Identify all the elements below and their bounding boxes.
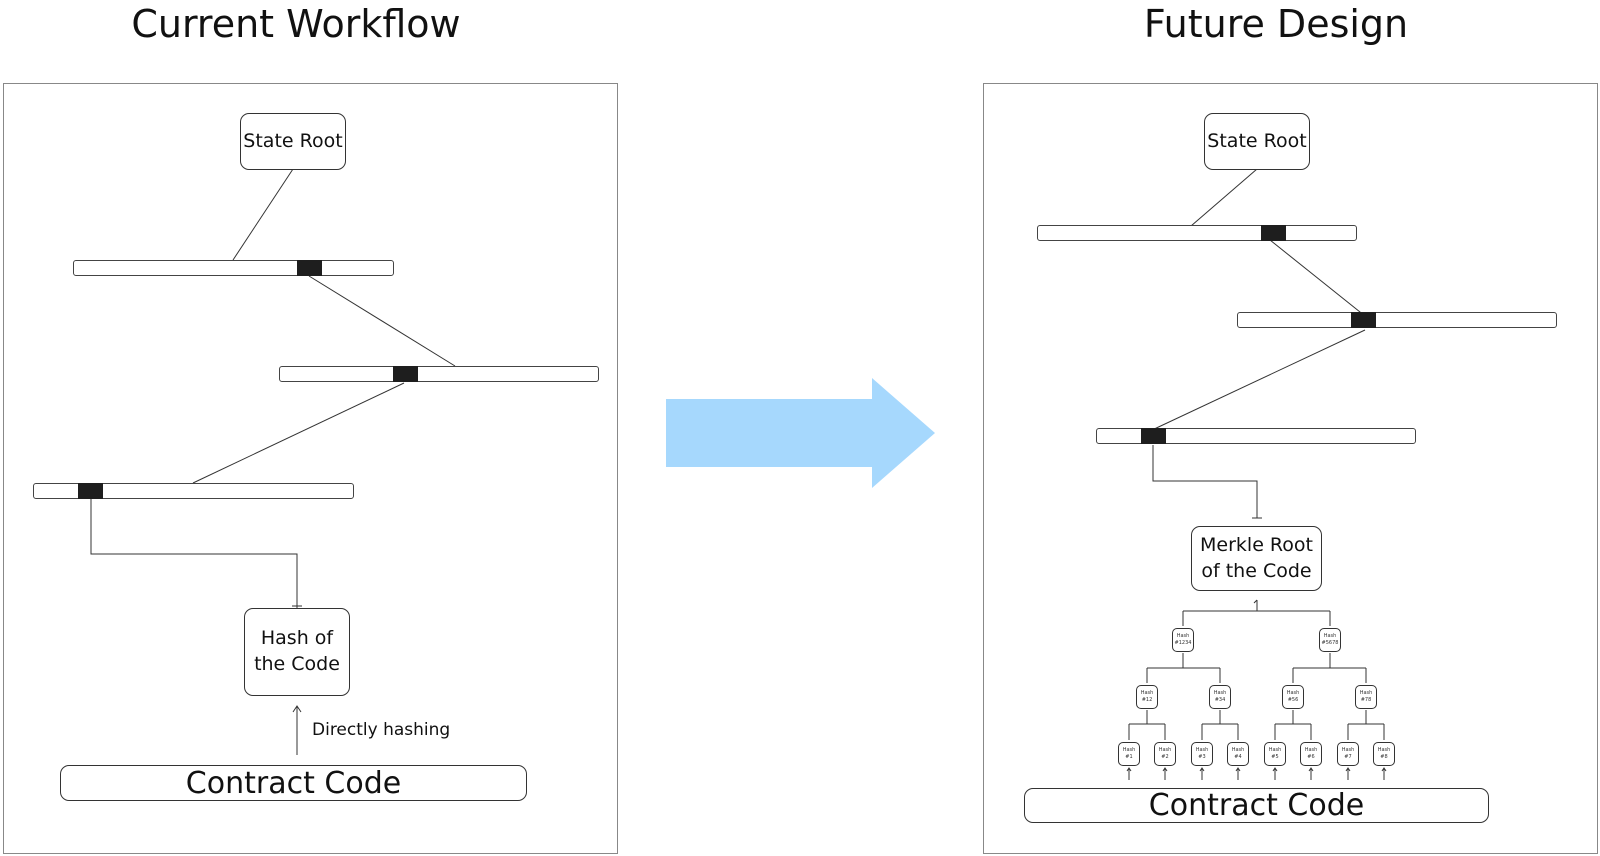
trie-slot [1141, 428, 1166, 444]
connector [90, 499, 298, 608]
hash-node-label: Hash #5 [1268, 746, 1282, 761]
trie-slot [78, 483, 103, 499]
current-workflow-panel [3, 83, 618, 854]
hash-node: Hash #12 [1136, 685, 1158, 709]
hash-node-label: Hash #4 [1231, 746, 1245, 761]
hash-node: Hash #1 [1118, 742, 1140, 766]
hash-node: Hash #34 [1209, 685, 1231, 709]
trie-slot [393, 366, 418, 382]
hash-node-label: Hash #5678 [1321, 632, 1339, 647]
future-design-title: Future Design [1143, 2, 1409, 46]
arrowhead [1381, 767, 1387, 780]
arrowhead [292, 705, 302, 713]
arrowhead [1308, 767, 1314, 780]
current-workflow-title: Current Workflow [131, 2, 461, 46]
hash-node: Hash #56 [1282, 685, 1304, 709]
hash-node: Hash #5 [1264, 742, 1286, 766]
hash-node: Hash #3 [1191, 742, 1213, 766]
hash-node-label: Hash #6 [1304, 746, 1318, 761]
state-root-node: State Root [1204, 113, 1310, 170]
trie-node-bar [1096, 428, 1416, 444]
hash-node-label: Hash #3 [1195, 746, 1209, 761]
arrowhead [1272, 767, 1278, 780]
state-root-node: State Root [240, 113, 346, 170]
state-root-label: State Root [1207, 129, 1307, 152]
state-root-label: State Root [243, 129, 343, 152]
contract-code-label: Contract Code [185, 765, 402, 801]
connector [1269, 239, 1366, 317]
trie-node-bar [73, 260, 394, 276]
contract-code-label: Contract Code [1148, 788, 1365, 823]
connector [1253, 599, 1258, 604]
hash-node-label: Hash #1 [1122, 746, 1136, 761]
trie-node-bar [1237, 312, 1557, 328]
hash-node: Hash #78 [1355, 685, 1377, 709]
trie-node-bar [33, 483, 354, 499]
trie-node-bar [1037, 225, 1357, 241]
merkle-root-label: Merkle Root of the Code [1200, 533, 1313, 582]
trie-node-bar [279, 366, 599, 382]
hash-node: Hash #1234 [1172, 628, 1194, 652]
hash-node: Hash #5678 [1319, 628, 1341, 652]
hash-node-label: Hash #1234 [1174, 632, 1192, 647]
trie-slot [1351, 312, 1376, 328]
contract-code-box-right: Contract Code [1024, 788, 1489, 823]
hash-of-code-node: Hash of the Code [244, 608, 350, 696]
arrowhead [1199, 767, 1205, 780]
trie-slot [297, 260, 322, 276]
arrowhead [1126, 767, 1132, 780]
directly-hashing-label: Directly hashing [312, 720, 451, 740]
arrowhead [1235, 767, 1241, 780]
arrowhead [1345, 767, 1351, 780]
hash-node-label: Hash #78 [1359, 689, 1373, 704]
contract-code-box-left: Contract Code [60, 765, 527, 801]
hash-node: Hash #8 [1373, 742, 1395, 766]
hash-node-label: Hash #12 [1140, 689, 1154, 704]
hash-node-label: Hash #8 [1377, 746, 1391, 761]
connector [1190, 168, 1258, 227]
connector [1152, 445, 1258, 518]
connector [308, 275, 456, 367]
hash-node-label: Hash #2 [1158, 746, 1172, 761]
arrowhead [1162, 767, 1168, 780]
hash-node: Hash #7 [1337, 742, 1359, 766]
hash-node-label: Hash #7 [1341, 746, 1355, 761]
hash-of-code-label: Hash of the Code [254, 627, 340, 675]
hash-node: Hash #6 [1300, 742, 1322, 766]
trie-slot [1261, 225, 1286, 241]
merkle-root-node: Merkle Root of the Code [1191, 526, 1322, 591]
hash-node: Hash #4 [1227, 742, 1249, 766]
connector [232, 168, 294, 261]
hash-node: Hash #2 [1154, 742, 1176, 766]
future-design-panel [983, 83, 1598, 854]
hash-node-label: Hash #56 [1286, 689, 1300, 704]
hash-node-label: Hash #34 [1213, 689, 1227, 704]
connector [1149, 329, 1366, 432]
right-arrow-icon [666, 378, 935, 488]
connector [192, 382, 405, 484]
